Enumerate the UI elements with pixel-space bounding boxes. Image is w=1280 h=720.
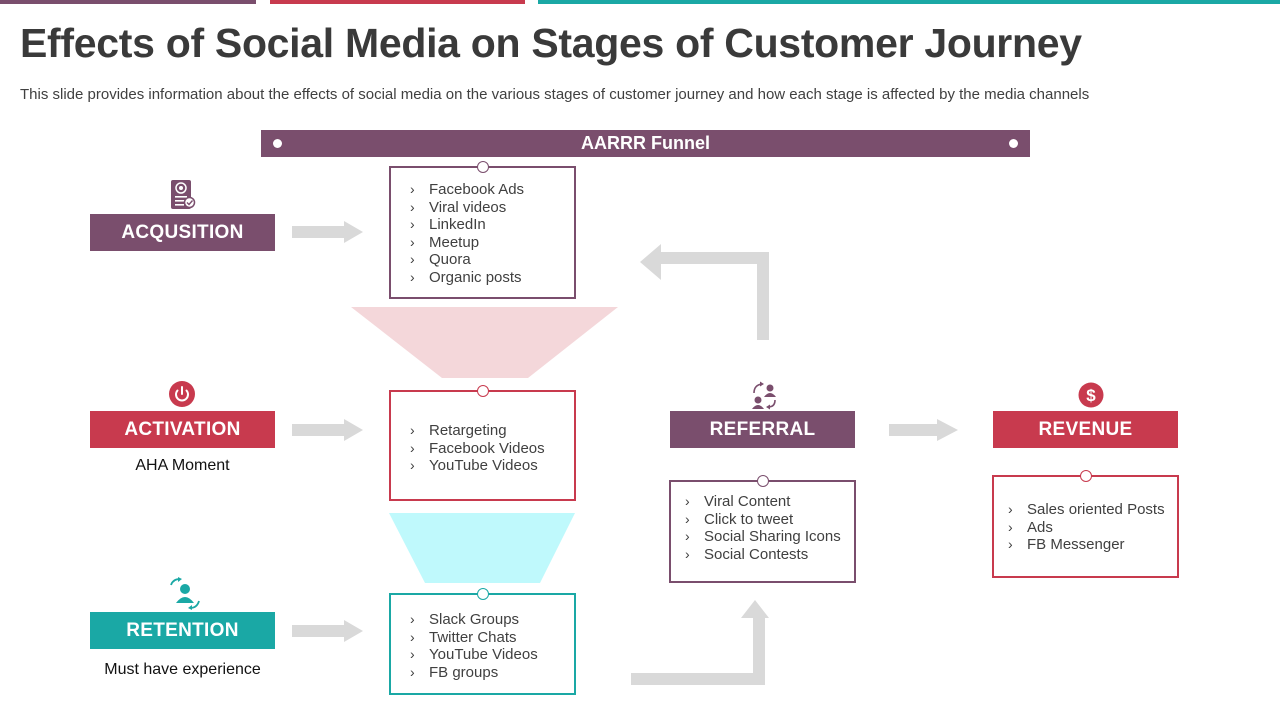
funnel-section-top <box>351 307 618 378</box>
accent-bar-teal <box>538 0 1280 4</box>
list-item: ›Twitter Chats <box>410 628 517 646</box>
arrow-referral-to-acquisition <box>640 244 769 340</box>
list-item: ›Sales oriented Posts <box>1008 501 1165 518</box>
list-item: ›Organic posts <box>410 268 522 286</box>
channels-box-revenue: ›Sales oriented Posts ›Ads ›FB Messenger <box>992 470 1179 578</box>
list-item: ›FB Messenger <box>1008 536 1125 554</box>
channel-list-referral: ›Viral Content ›Click to tweet ›Social S… <box>685 493 854 563</box>
channels-box-referral: ›Viral Content ›Click to tweet ›Social S… <box>669 475 856 583</box>
banner-dot-left <box>273 139 282 148</box>
banner-dot-right <box>1009 139 1018 148</box>
connector-knob <box>476 385 489 397</box>
list-item: ›YouTube Videos <box>410 646 538 664</box>
stage-label-referral: REFERRAL <box>670 411 855 448</box>
accent-bar-purple <box>0 0 256 4</box>
document-target-icon <box>170 179 196 211</box>
list-item: ›Social Sharing Icons <box>685 528 841 546</box>
list-item: ›Click to tweet <box>685 510 794 528</box>
list-item: ›FB groups <box>410 663 499 681</box>
stage-label-revenue: REVENUE <box>993 411 1178 448</box>
stage-label-retention: RETENTION <box>90 612 275 649</box>
arrow-acquisition <box>292 221 363 243</box>
arrow-referral-to-revenue <box>889 419 958 441</box>
list-item: ›Quora <box>410 251 471 269</box>
people-exchange-icon <box>749 380 779 410</box>
connector-knob <box>476 161 489 173</box>
list-item: ›Retargeting <box>410 422 507 439</box>
channel-list-revenue: ›Sales oriented Posts ›Ads ›FB Messenger <box>1008 501 1177 554</box>
user-cycle-icon <box>167 577 203 611</box>
channels-box-activation: ›Retargeting ›Facebook Videos ›YouTube V… <box>389 385 576 501</box>
list-item: ›Slack Groups <box>410 611 520 628</box>
list-item: ›Ads <box>1008 518 1053 536</box>
list-item: ›Meetup <box>410 233 480 251</box>
caption-retention: Must have experience <box>104 661 261 678</box>
channel-list-acquisition: ›Facebook Ads ›Viral videos ›LinkedIn ›M… <box>410 181 574 287</box>
accent-bar-red <box>270 0 525 4</box>
page-title: Effects of Social Media on Stages of Cus… <box>20 20 1082 66</box>
arrow-activation <box>292 419 363 441</box>
channels-box-retention: ›Slack Groups ›Twitter Chats ›YouTube Vi… <box>389 588 576 695</box>
list-item: ›LinkedIn <box>410 216 486 234</box>
dollar-icon: $ <box>1078 382 1104 408</box>
caption-activation: AHA Moment <box>135 457 230 474</box>
channel-list-retention: ›Slack Groups ›Twitter Chats ›YouTube Vi… <box>410 611 574 681</box>
power-icon <box>168 380 196 408</box>
list-item: ›YouTube Videos <box>410 457 538 475</box>
list-item: ›Viral Content <box>685 493 791 510</box>
stage-label-activation: ACTIVATION <box>90 411 275 448</box>
connector-knob <box>1079 470 1092 482</box>
arrow-retention <box>292 620 363 642</box>
funnel-banner: AARRR Funnel <box>261 130 1030 157</box>
channels-box-acquisition: ›Facebook Ads ›Viral videos ›LinkedIn ›M… <box>389 161 576 299</box>
connector-knob <box>756 475 769 487</box>
funnel-banner-label: AARRR Funnel <box>581 133 710 153</box>
list-item: ›Viral videos <box>410 198 507 216</box>
page-subtitle: This slide provides information about th… <box>20 86 1090 103</box>
funnel-section-bottom <box>389 513 575 583</box>
connector-knob <box>476 588 489 600</box>
list-item: ›Facebook Ads <box>410 181 525 198</box>
channel-list-activation: ›Retargeting ›Facebook Videos ›YouTube V… <box>410 422 574 475</box>
arrow-retention-to-referral <box>631 600 769 685</box>
svg-text:$: $ <box>1086 386 1096 405</box>
stage-label-acquisition: ACQUSITION <box>90 214 275 251</box>
list-item: ›Facebook Videos <box>410 439 545 457</box>
list-item: ›Social Contests <box>685 545 809 563</box>
